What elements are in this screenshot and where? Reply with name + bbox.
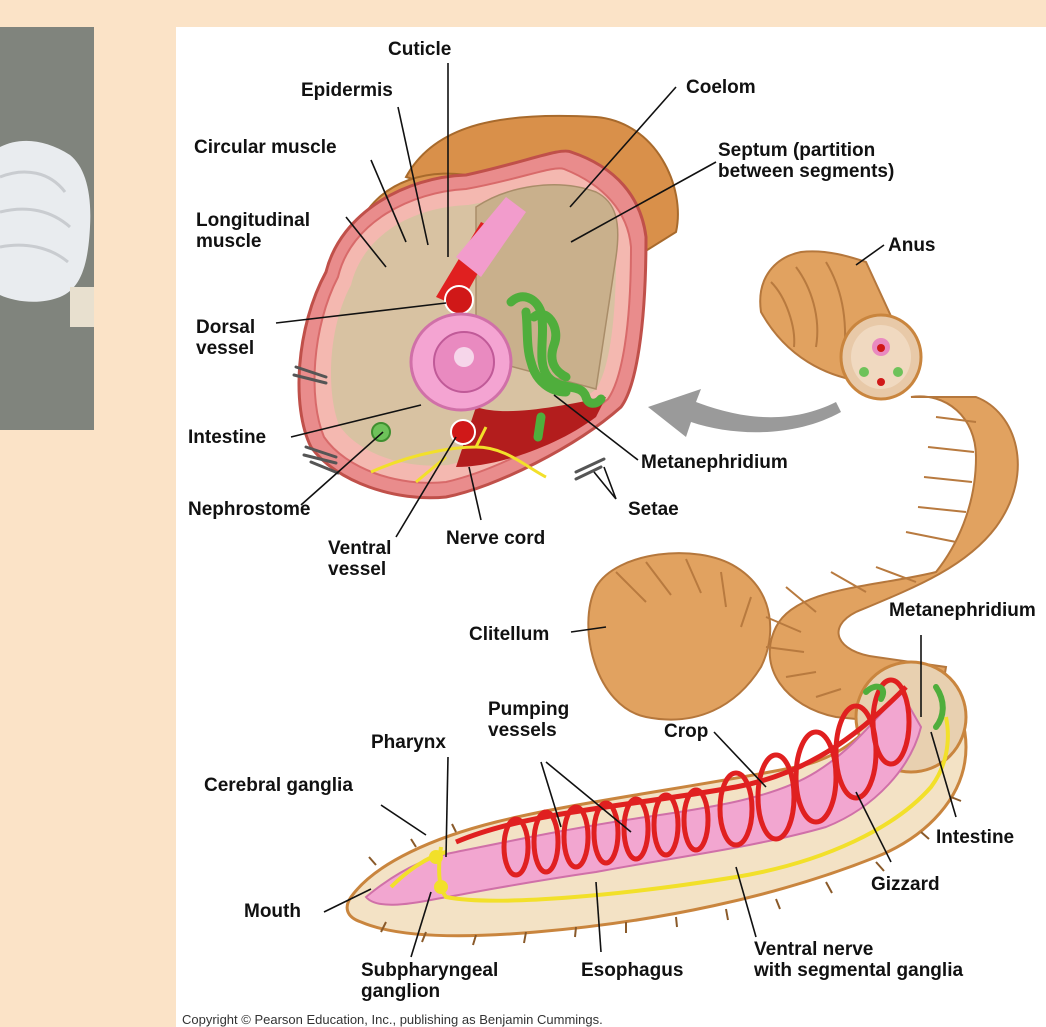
label-cerebral-ganglia: Cerebral ganglia (204, 775, 353, 796)
label-clitellum: Clitellum (469, 624, 549, 645)
label-pumping-vessels: Pumping vessels (488, 699, 569, 741)
label-dorsal-vessel: Dorsal vessel (196, 317, 255, 359)
direction-arrow (648, 389, 841, 437)
label-coelom: Coelom (686, 77, 756, 98)
label-nephrostome: Nephrostome (188, 499, 310, 520)
label-metanephridium-body: Metanephridium (889, 600, 1036, 621)
gloved-hand-photo (0, 27, 94, 430)
label-circular-muscle: Circular muscle (194, 137, 337, 158)
label-ventral-vessel: Ventral vessel (328, 538, 391, 580)
label-metanephridium-cross-section: Metanephridium (641, 452, 788, 473)
earthworm-anatomy-diagram: Cuticle Epidermis Coelom Circular muscle… (176, 27, 1046, 1027)
cross-section-illustration (294, 116, 678, 498)
label-nerve-cord: Nerve cord (446, 528, 545, 549)
copyright-notice: Copyright © Pearson Education, Inc., pub… (182, 1012, 603, 1027)
label-intestine-body: Intestine (936, 827, 1014, 848)
label-anus: Anus (888, 235, 936, 256)
label-ventral-nerve: Ventral nerve with segmental ganglia (754, 939, 963, 981)
label-cuticle: Cuticle (388, 39, 451, 60)
label-pharynx: Pharynx (371, 732, 446, 753)
label-septum: Septum (partition between segments) (718, 140, 894, 182)
label-epidermis: Epidermis (301, 80, 393, 101)
label-subpharyngeal-ganglion: Subpharyngeal ganglion (361, 960, 498, 1002)
label-setae: Setae (628, 499, 679, 520)
label-intestine-cross-section: Intestine (188, 427, 266, 448)
posterior-worm-section (760, 251, 921, 399)
label-mouth: Mouth (244, 901, 301, 922)
label-gizzard: Gizzard (871, 874, 940, 895)
label-longitudinal-muscle: Longitudinal muscle (196, 210, 310, 252)
label-esophagus: Esophagus (581, 960, 683, 981)
label-crop: Crop (664, 721, 708, 742)
